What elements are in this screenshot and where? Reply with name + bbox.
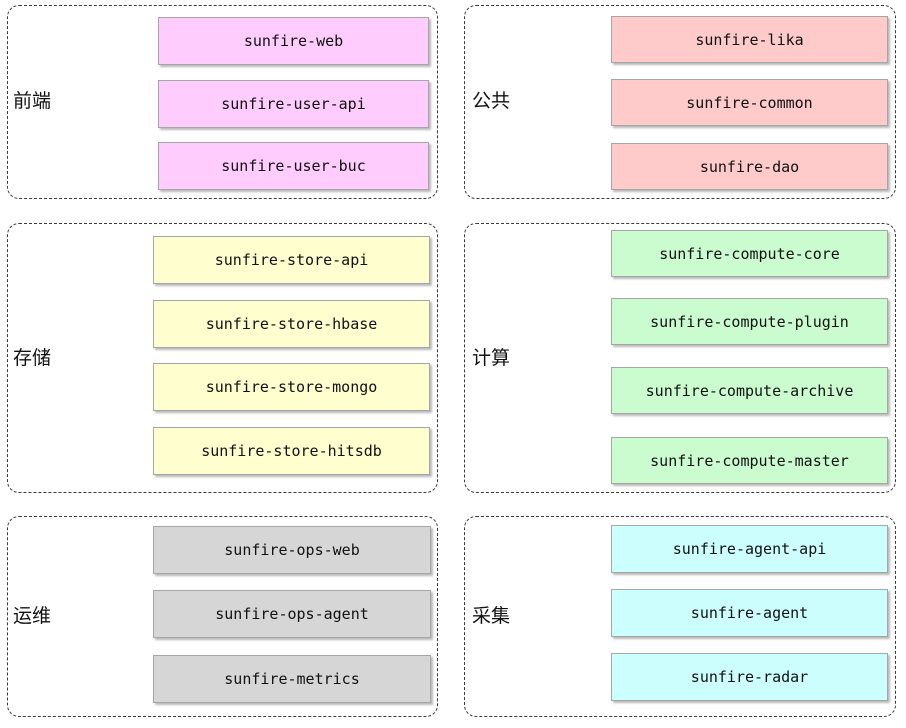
group-label-collection: 采集 — [472, 605, 511, 627]
group-label-common: 公共 — [472, 90, 511, 112]
module-sunfire-lika: sunfire-lika — [611, 16, 888, 63]
module-sunfire-compute-core: sunfire-compute-core — [611, 230, 888, 277]
module-sunfire-common: sunfire-common — [611, 79, 888, 126]
module-sunfire-agent: sunfire-agent — [611, 589, 888, 637]
group-ops — [7, 516, 438, 717]
module-sunfire-user-buc: sunfire-user-buc — [158, 142, 429, 190]
module-sunfire-web: sunfire-web — [158, 17, 429, 65]
group-collection — [464, 516, 896, 717]
module-sunfire-ops-web: sunfire-ops-web — [153, 526, 431, 574]
module-sunfire-metrics: sunfire-metrics — [153, 655, 431, 703]
group-label-ops: 运维 — [13, 605, 52, 627]
group-label-storage: 存储 — [13, 347, 52, 369]
module-sunfire-ops-agent: sunfire-ops-agent — [153, 590, 431, 638]
group-storage — [7, 223, 438, 493]
group-label-frontend: 前端 — [13, 90, 52, 112]
module-sunfire-store-mongo: sunfire-store-mongo — [153, 363, 430, 411]
module-sunfire-store-hbase: sunfire-store-hbase — [153, 300, 430, 348]
module-sunfire-dao: sunfire-dao — [611, 143, 888, 190]
module-sunfire-agent-api: sunfire-agent-api — [611, 525, 888, 573]
module-sunfire-compute-plugin: sunfire-compute-plugin — [611, 298, 888, 345]
group-label-compute: 计算 — [472, 347, 511, 369]
module-sunfire-store-api: sunfire-store-api — [153, 236, 430, 284]
group-frontend — [7, 5, 438, 199]
module-sunfire-radar: sunfire-radar — [611, 653, 888, 701]
module-sunfire-store-hitsdb: sunfire-store-hitsdb — [153, 427, 430, 475]
group-compute — [464, 223, 896, 493]
group-common — [464, 5, 896, 199]
module-sunfire-user-api: sunfire-user-api — [158, 80, 429, 128]
module-sunfire-compute-archive: sunfire-compute-archive — [611, 367, 888, 414]
module-sunfire-compute-master: sunfire-compute-master — [611, 437, 888, 484]
